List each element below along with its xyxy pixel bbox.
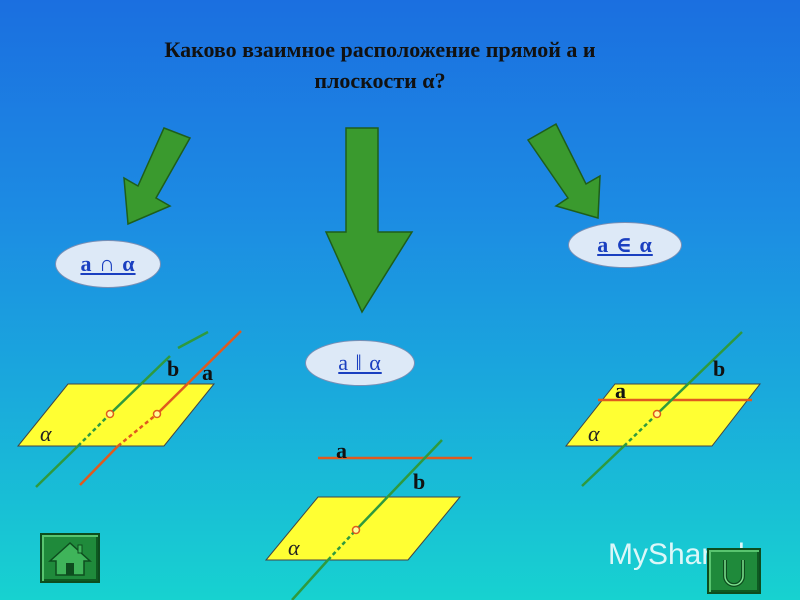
title-line-2: плоскости α?	[314, 68, 446, 93]
scene-belongs	[564, 331, 762, 487]
return-icon	[723, 560, 745, 587]
belongs-option[interactable]: a ∈ α	[568, 222, 682, 268]
intersect-option[interactable]: a ∩ α	[55, 240, 161, 288]
parallel-label: a ‖ α	[338, 350, 382, 375]
label-a-center: a	[336, 438, 347, 463]
arrow-left	[123, 127, 192, 226]
label-b-right: b	[713, 356, 726, 381]
label-b-center: b	[413, 469, 426, 494]
arrow-right	[526, 122, 601, 219]
question-title: Каково взаимное расположение прямой а и …	[60, 34, 700, 96]
scene-parallel	[264, 439, 472, 600]
parallel-option[interactable]: a ‖ α	[305, 340, 415, 386]
title-line-1: Каково взаимное расположение прямой а и	[164, 37, 596, 62]
label-alpha-center: α	[288, 535, 300, 560]
home-button[interactable]	[40, 533, 100, 583]
label-a-left: a	[202, 360, 213, 385]
label-alpha-right: α	[588, 421, 600, 446]
home-icon	[48, 541, 92, 576]
return-button[interactable]	[707, 548, 761, 594]
arrow-center	[324, 127, 414, 314]
belongs-label: a ∈ α	[597, 232, 653, 257]
intersect-label: a ∩ α	[80, 251, 136, 276]
label-b-left: b	[167, 356, 180, 381]
scene-intersect	[16, 330, 242, 488]
label-a-right: a	[615, 378, 626, 403]
label-alpha-left: α	[40, 421, 52, 446]
